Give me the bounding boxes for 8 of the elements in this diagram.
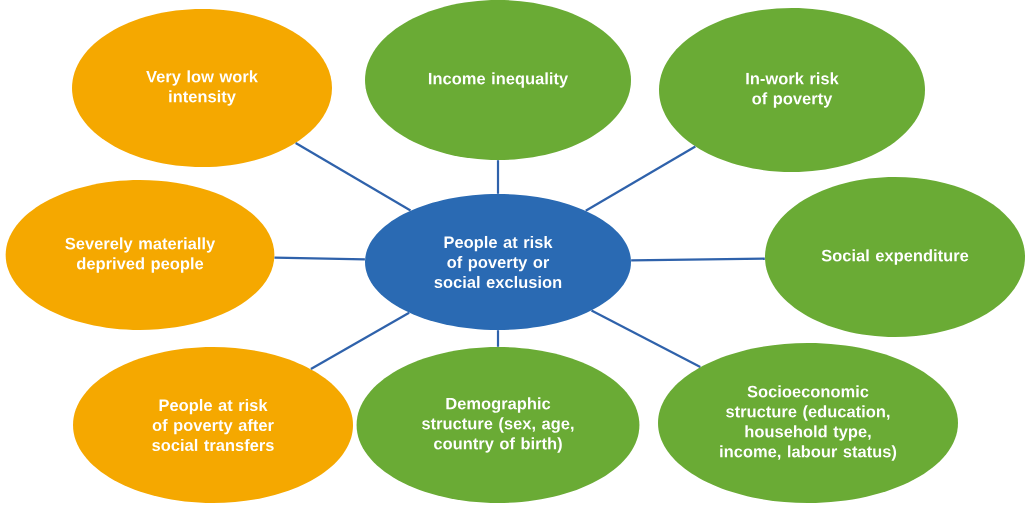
connector-line	[631, 257, 765, 262]
connector-line	[496, 330, 500, 347]
connector-line	[310, 311, 410, 370]
connector-line	[496, 160, 500, 194]
connector-line	[585, 145, 696, 212]
connector-line	[591, 309, 701, 369]
connector-line	[274, 256, 365, 261]
connector-line	[295, 142, 412, 212]
